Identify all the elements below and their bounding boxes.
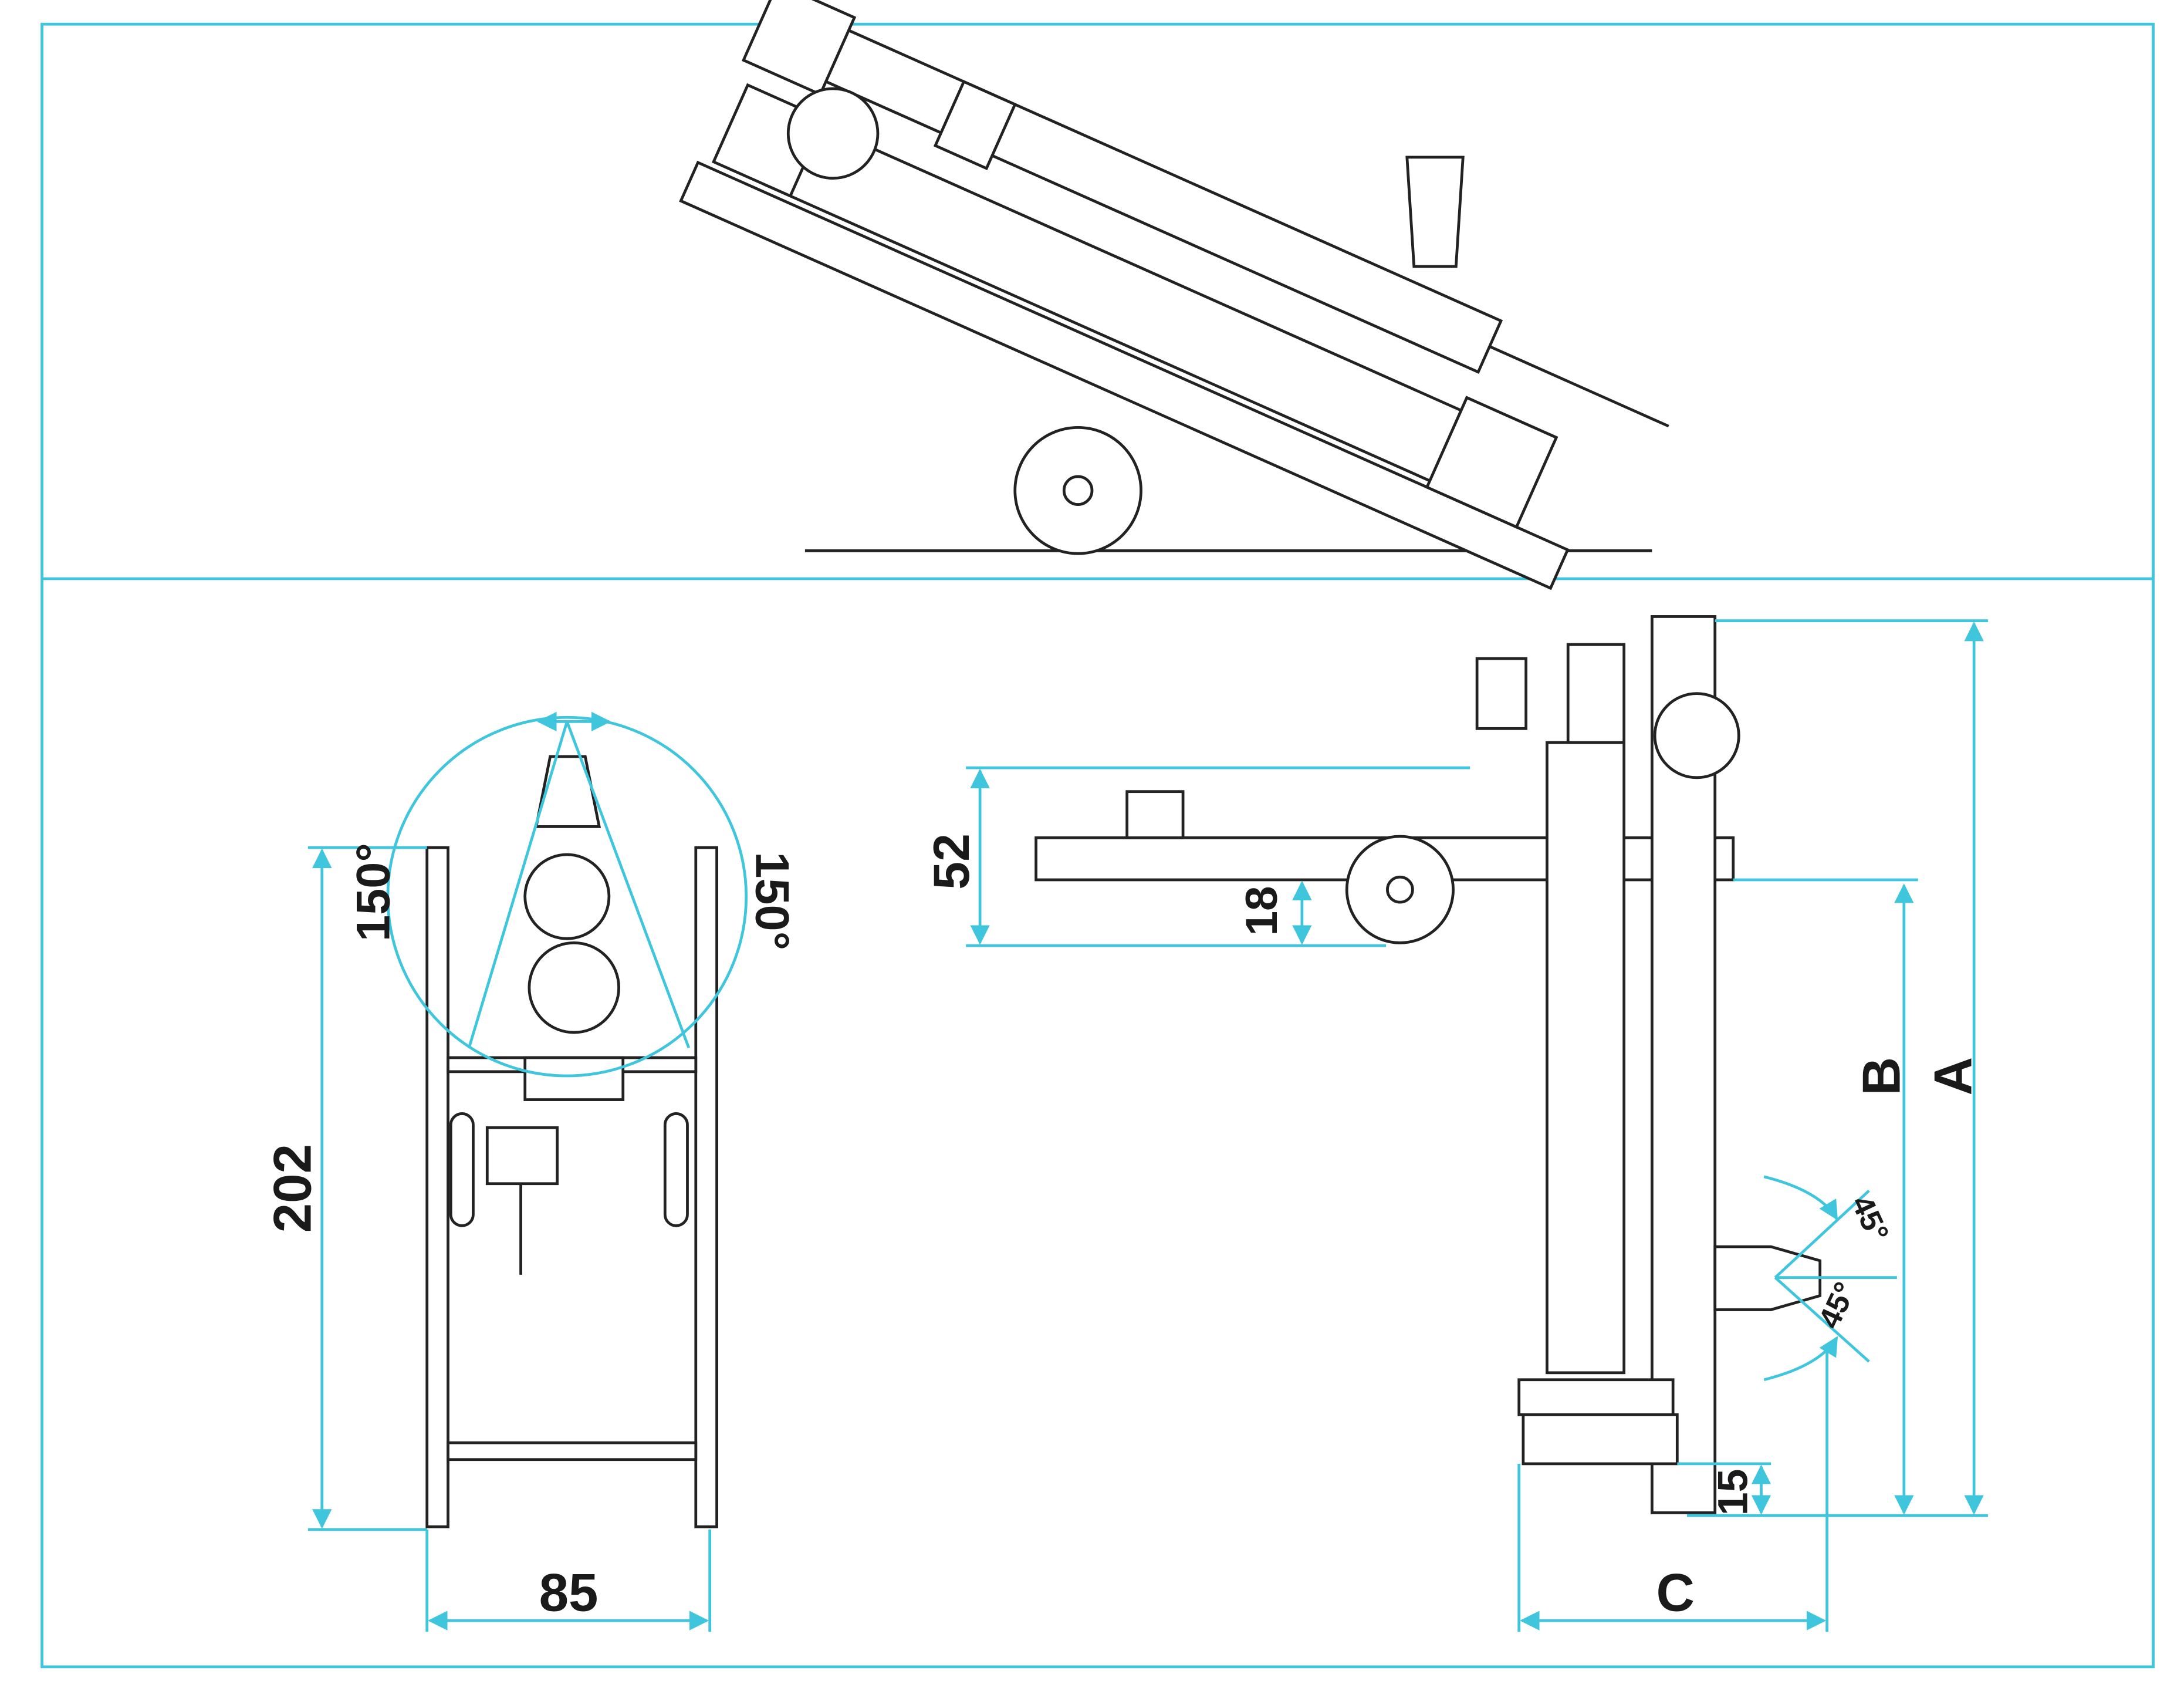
handwheel-icon xyxy=(1653,692,1740,779)
left-wheel xyxy=(449,1112,475,1227)
dim-C-label: C xyxy=(1656,1563,1695,1622)
dim-18-label: 18 xyxy=(1237,886,1287,936)
angle-right-label: 150° xyxy=(745,852,798,950)
height-label: 202 xyxy=(263,1144,323,1233)
angle-left-label: 150° xyxy=(347,843,400,941)
angle-up-label: 45° xyxy=(1844,1190,1895,1247)
dim-B-label: B xyxy=(1852,1057,1912,1095)
dim-15-label: 15 xyxy=(1710,1469,1757,1516)
handwheel-icon xyxy=(786,87,880,180)
dim-52-label: 52 xyxy=(924,833,980,890)
outer-frame xyxy=(40,22,2155,1669)
right-wheel xyxy=(663,1112,689,1227)
dim-A-label: A xyxy=(1923,1057,1983,1095)
side-view xyxy=(966,615,1988,1632)
width-label: 85 xyxy=(539,1563,599,1622)
transport-view xyxy=(679,0,1669,590)
front-view xyxy=(307,711,748,1632)
